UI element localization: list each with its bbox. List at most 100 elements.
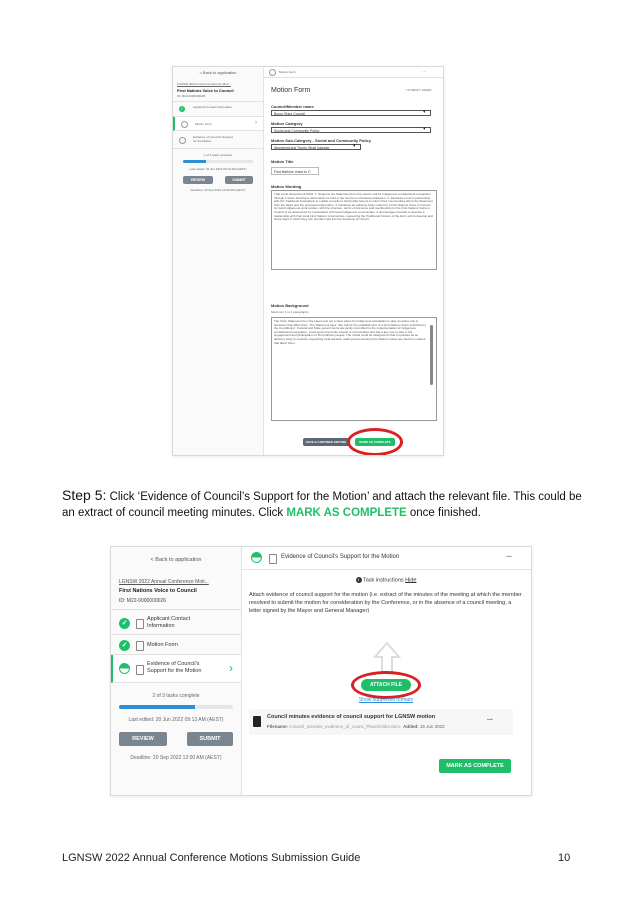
- document-icon: [136, 665, 144, 675]
- panel-header: Motion Form ...: [263, 67, 443, 78]
- wording-textarea[interactable]: That Local Government NSW: 1. Supports t…: [271, 190, 437, 270]
- sidebar: < Back to application LGNSW 2022 Annual …: [111, 547, 242, 795]
- back-link[interactable]: < Back to application: [150, 557, 202, 563]
- mark-complete-button[interactable]: MARK AS COMPLETE: [439, 759, 511, 773]
- chevron-down-icon: ▾: [423, 109, 426, 115]
- added-value: 15 Jun 2022: [419, 724, 445, 729]
- sidebar-item-label: Evidence of Council's Support for the Mo…: [147, 661, 202, 674]
- file-meta: Filename: Council_minutes_evidence_of_co…: [267, 724, 445, 729]
- document-icon: [136, 619, 144, 629]
- chevron-down-icon: ▾: [423, 126, 426, 132]
- back-link[interactable]: < Back to application: [199, 70, 237, 75]
- task-panel: i Task instructions Hide Attach evidence…: [241, 569, 531, 795]
- sidebar-item-contact[interactable]: ✓ Applicant Contact Information: [111, 609, 241, 635]
- step-text-end: once finished.: [406, 507, 481, 519]
- added-label: Added:: [403, 724, 419, 729]
- task-circle-icon: [179, 137, 186, 144]
- save-continue-button[interactable]: SAVE & CONTINUE EDITING: [303, 438, 349, 446]
- sidebar-item-evidence[interactable]: Evidence of Council's Support for the Mo…: [111, 655, 241, 683]
- check-icon: ✓: [119, 618, 130, 629]
- sidebar-item-label: Applicant Contact Information: [193, 105, 233, 109]
- chevron-right-icon: ›: [229, 661, 233, 675]
- title-label: Motion Title: [271, 159, 294, 164]
- step-text: Click ‘Evidence of Council’s Support for…: [62, 491, 582, 519]
- sidebar-item-label: Applicant Contact Information: [147, 616, 191, 629]
- file-menu-icon[interactable]: ...: [487, 715, 493, 722]
- document-icon: [136, 641, 144, 651]
- motion-form: Motion Form * IN DRAFT SAVED Council/Mem…: [263, 77, 443, 455]
- task-circle-icon: [269, 69, 276, 76]
- application-link[interactable]: LGNSW 2022 Annual Conference Moti...: [119, 579, 209, 585]
- application-title: First Nations Voice to Council: [119, 588, 197, 594]
- autosave-status: * IN DRAFT SAVED: [405, 88, 432, 92]
- application-link[interactable]: LGNSW 2022 Annual Conference Moti...: [177, 82, 231, 86]
- scrollbar[interactable]: [430, 325, 433, 385]
- hide-link[interactable]: Hide: [405, 577, 417, 584]
- form-title: Motion Form: [271, 87, 311, 94]
- title-input[interactable]: First Nations Voice to C: [271, 167, 319, 175]
- chevron-down-icon: ▾: [353, 143, 356, 149]
- mark-complete-highlight: MARK AS COMPLETE: [286, 507, 407, 519]
- sidebar-item-label: Motion Form: [195, 122, 212, 126]
- check-icon: ✓: [119, 640, 130, 651]
- application-id: ID: M22-0000000026: [177, 94, 206, 98]
- category-select[interactable]: Social and Community Policy: [271, 127, 431, 133]
- filename-label: Filename:: [267, 724, 289, 729]
- wording-label: Motion Wording: [271, 184, 302, 189]
- highlight-circle: [347, 428, 403, 455]
- evidence-screenshot: < Back to application LGNSW 2022 Annual …: [110, 546, 532, 796]
- background-textarea[interactable]: The Uluru Statement from the Heart sets …: [271, 317, 437, 421]
- review-button[interactable]: REVIEW: [183, 176, 213, 184]
- last-edited: Last edited: 20 Jun 2022 09:13 AM (AEST): [128, 717, 224, 723]
- document-icon: [269, 554, 277, 564]
- footer-guide-title: LGNSW 2022 Annual Conference Motions Sub…: [62, 852, 361, 864]
- submit-button[interactable]: SUBMIT: [187, 732, 233, 746]
- task-circle-icon: [181, 121, 188, 128]
- highlight-circle: [351, 671, 421, 699]
- file-icon: [253, 716, 261, 727]
- deadline: Deadline: 20 Sep 2022 12:00 AM (AEST): [190, 188, 246, 192]
- progress-text: 2 of 3 tasks complete: [152, 693, 200, 699]
- header-title: Motion Form: [279, 70, 296, 74]
- background-hint: Maximum 1 to 2 paragraphs: [271, 310, 309, 314]
- progress-text: 1 of 3 tasks complete: [203, 153, 233, 157]
- last-edited: Last edited: 20 Jun 2022 09:16 AM (AEST): [189, 167, 247, 171]
- in-progress-icon: [251, 552, 262, 563]
- task-instructions-heading: i Task instructions Hide: [241, 577, 531, 583]
- sidebar-item-motion-form[interactable]: Motion Form ›: [173, 117, 263, 131]
- sidebar-item-label: Evidence of Council's Support for the Mo…: [193, 135, 233, 143]
- step-label: Step 5:: [62, 487, 107, 503]
- sidebar: < Back to application LGNSW 2022 Annual …: [173, 67, 264, 455]
- filename-value: Council_minutes_evidence_of_counc_Placeh…: [289, 724, 401, 729]
- subcategory-label: Motion Sub-Category - Social and Communi…: [271, 138, 372, 143]
- deadline: Deadline: 20 Sep 2022 12:00 AM (AEST): [130, 755, 222, 761]
- file-card: Council minutes evidence of council supp…: [249, 709, 513, 735]
- header-title: Evidence of Council's Support for the Mo…: [281, 554, 400, 560]
- progress-bar: [183, 160, 253, 163]
- upload-arrow-icon: [373, 641, 401, 674]
- sidebar-item-motion-form[interactable]: ✓ Motion Form: [111, 635, 241, 655]
- council-label: Council/Member name: [271, 104, 314, 109]
- subcategory-select[interactable]: Aboriginal and Torres Strait Islander: [271, 144, 361, 150]
- panel-header: Evidence of Council's Support for the Mo…: [241, 547, 531, 570]
- task-instructions-label: Task instructions: [362, 577, 404, 584]
- review-button[interactable]: REVIEW: [119, 732, 167, 746]
- task-instructions-text: Attach evidence of council support for t…: [249, 592, 522, 614]
- submit-button[interactable]: SUBMIT: [225, 176, 253, 184]
- info-icon: i: [355, 577, 362, 583]
- step-instruction: Step 5: Click ‘Evidence of Council’s Sup…: [62, 487, 582, 521]
- more-menu-icon[interactable]: ...: [506, 552, 512, 559]
- council-select[interactable]: Byron Shire Council: [271, 110, 431, 116]
- more-menu-icon[interactable]: ...: [423, 69, 426, 73]
- supported-formats-link[interactable]: Show supported formats: [358, 697, 414, 703]
- application-title: First Nations Voice to Council: [177, 88, 234, 93]
- chevron-right-icon: ›: [255, 120, 257, 126]
- motion-form-screenshot: < Back to application LGNSW 2022 Annual …: [172, 66, 444, 456]
- file-title: Council minutes evidence of council supp…: [267, 714, 436, 720]
- sidebar-item-evidence[interactable]: Evidence of Council's Support for the Mo…: [173, 131, 263, 149]
- application-id: ID: M22-0000000026: [119, 598, 166, 604]
- progress-bar: [119, 705, 233, 709]
- sidebar-item-contact[interactable]: ✓ Applicant Contact Information: [173, 101, 263, 117]
- category-label: Motion Category: [271, 121, 303, 126]
- check-icon: ✓: [179, 106, 185, 112]
